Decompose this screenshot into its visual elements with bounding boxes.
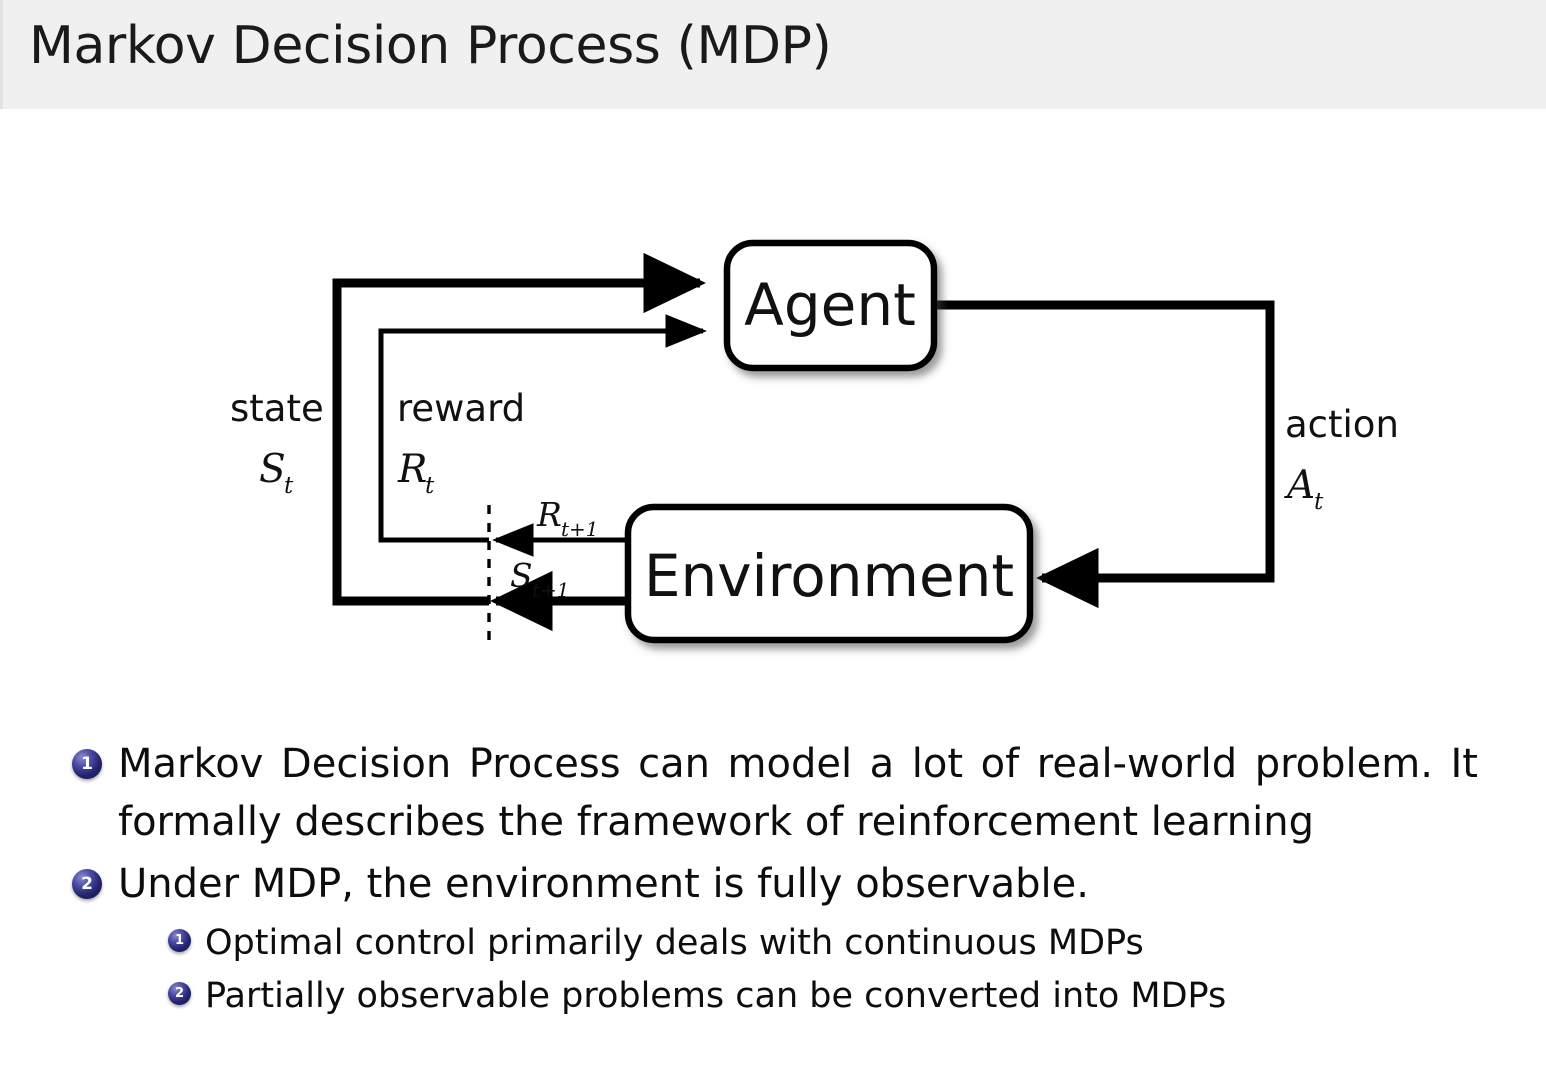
mdp-diagram: Agent Environment state S t reward R t a… (0, 109, 1546, 719)
state-symbol-label: S (259, 447, 286, 492)
environment-box (624, 503, 1034, 644)
list-item: 1 Markov Decision Process can model a lo… (0, 735, 1546, 851)
list-item: 2 Partially observable problems can be c… (0, 970, 1546, 1022)
environment-label: Environment (644, 542, 1014, 610)
action-symbol-label: A (1284, 463, 1315, 508)
page-title: Markov Decision Process (MDP) (29, 16, 832, 76)
state-next-label-group: S t+1 (510, 556, 570, 602)
reward-edge-path (378, 314, 707, 543)
reward-label-group: reward R t (397, 387, 525, 499)
state-label-group: state S t (230, 387, 324, 499)
bullet-badge-2: 2 (72, 869, 102, 899)
reward-next-symbol-label: R (536, 495, 562, 534)
reward-next-label-group: R t+1 (536, 495, 599, 541)
list-item: 2 Under MDP, the environment is fully ob… (0, 855, 1546, 913)
state-word-label: state (230, 387, 324, 430)
environment-node: Environment (624, 503, 1034, 644)
reward-symbol-subscript: t (425, 473, 435, 499)
bullet-text-1: Markov Decision Process can model a lot … (118, 741, 1478, 845)
slide-header-band: Markov Decision Process (MDP) (0, 0, 1546, 109)
action-edge-path (934, 300, 1275, 609)
reward-next-subscript: t+1 (561, 517, 599, 541)
agent-box (723, 239, 938, 372)
action-label-group: action A t (1284, 403, 1399, 515)
agent-node: Agent (723, 239, 938, 372)
reward-symbol-label: R (397, 447, 427, 492)
state-edge-path (332, 252, 706, 606)
sub-bullet-text-1: Optimal control primarily deals with con… (205, 923, 1144, 963)
sub-bullet-badge-2: 2 (168, 982, 191, 1005)
state-symbol-subscript: t (284, 473, 294, 499)
state-next-symbol-label: S (510, 556, 533, 595)
sub-bullet-text-2: Partially observable problems can be con… (205, 976, 1227, 1016)
header-left-edge-accent (0, 0, 3, 109)
sub-bullet-badge-1: 1 (168, 929, 191, 952)
state-next-subscript: t+1 (532, 578, 570, 602)
agent-label: Agent (744, 271, 916, 339)
list-item: 1 Optimal control primarily deals with c… (0, 917, 1546, 969)
reward-word-label: reward (397, 387, 525, 430)
bullet-text-2: Under MDP, the environment is fully obse… (118, 861, 1089, 907)
bullet-list: 1 Markov Decision Process can model a lo… (0, 735, 1546, 1023)
bullet-badge-1: 1 (72, 749, 102, 779)
agent-environment-loop-svg: Agent Environment state S t reward R t a… (230, 239, 1399, 646)
action-word-label: action (1285, 403, 1399, 446)
action-symbol-subscript: t (1314, 489, 1324, 515)
